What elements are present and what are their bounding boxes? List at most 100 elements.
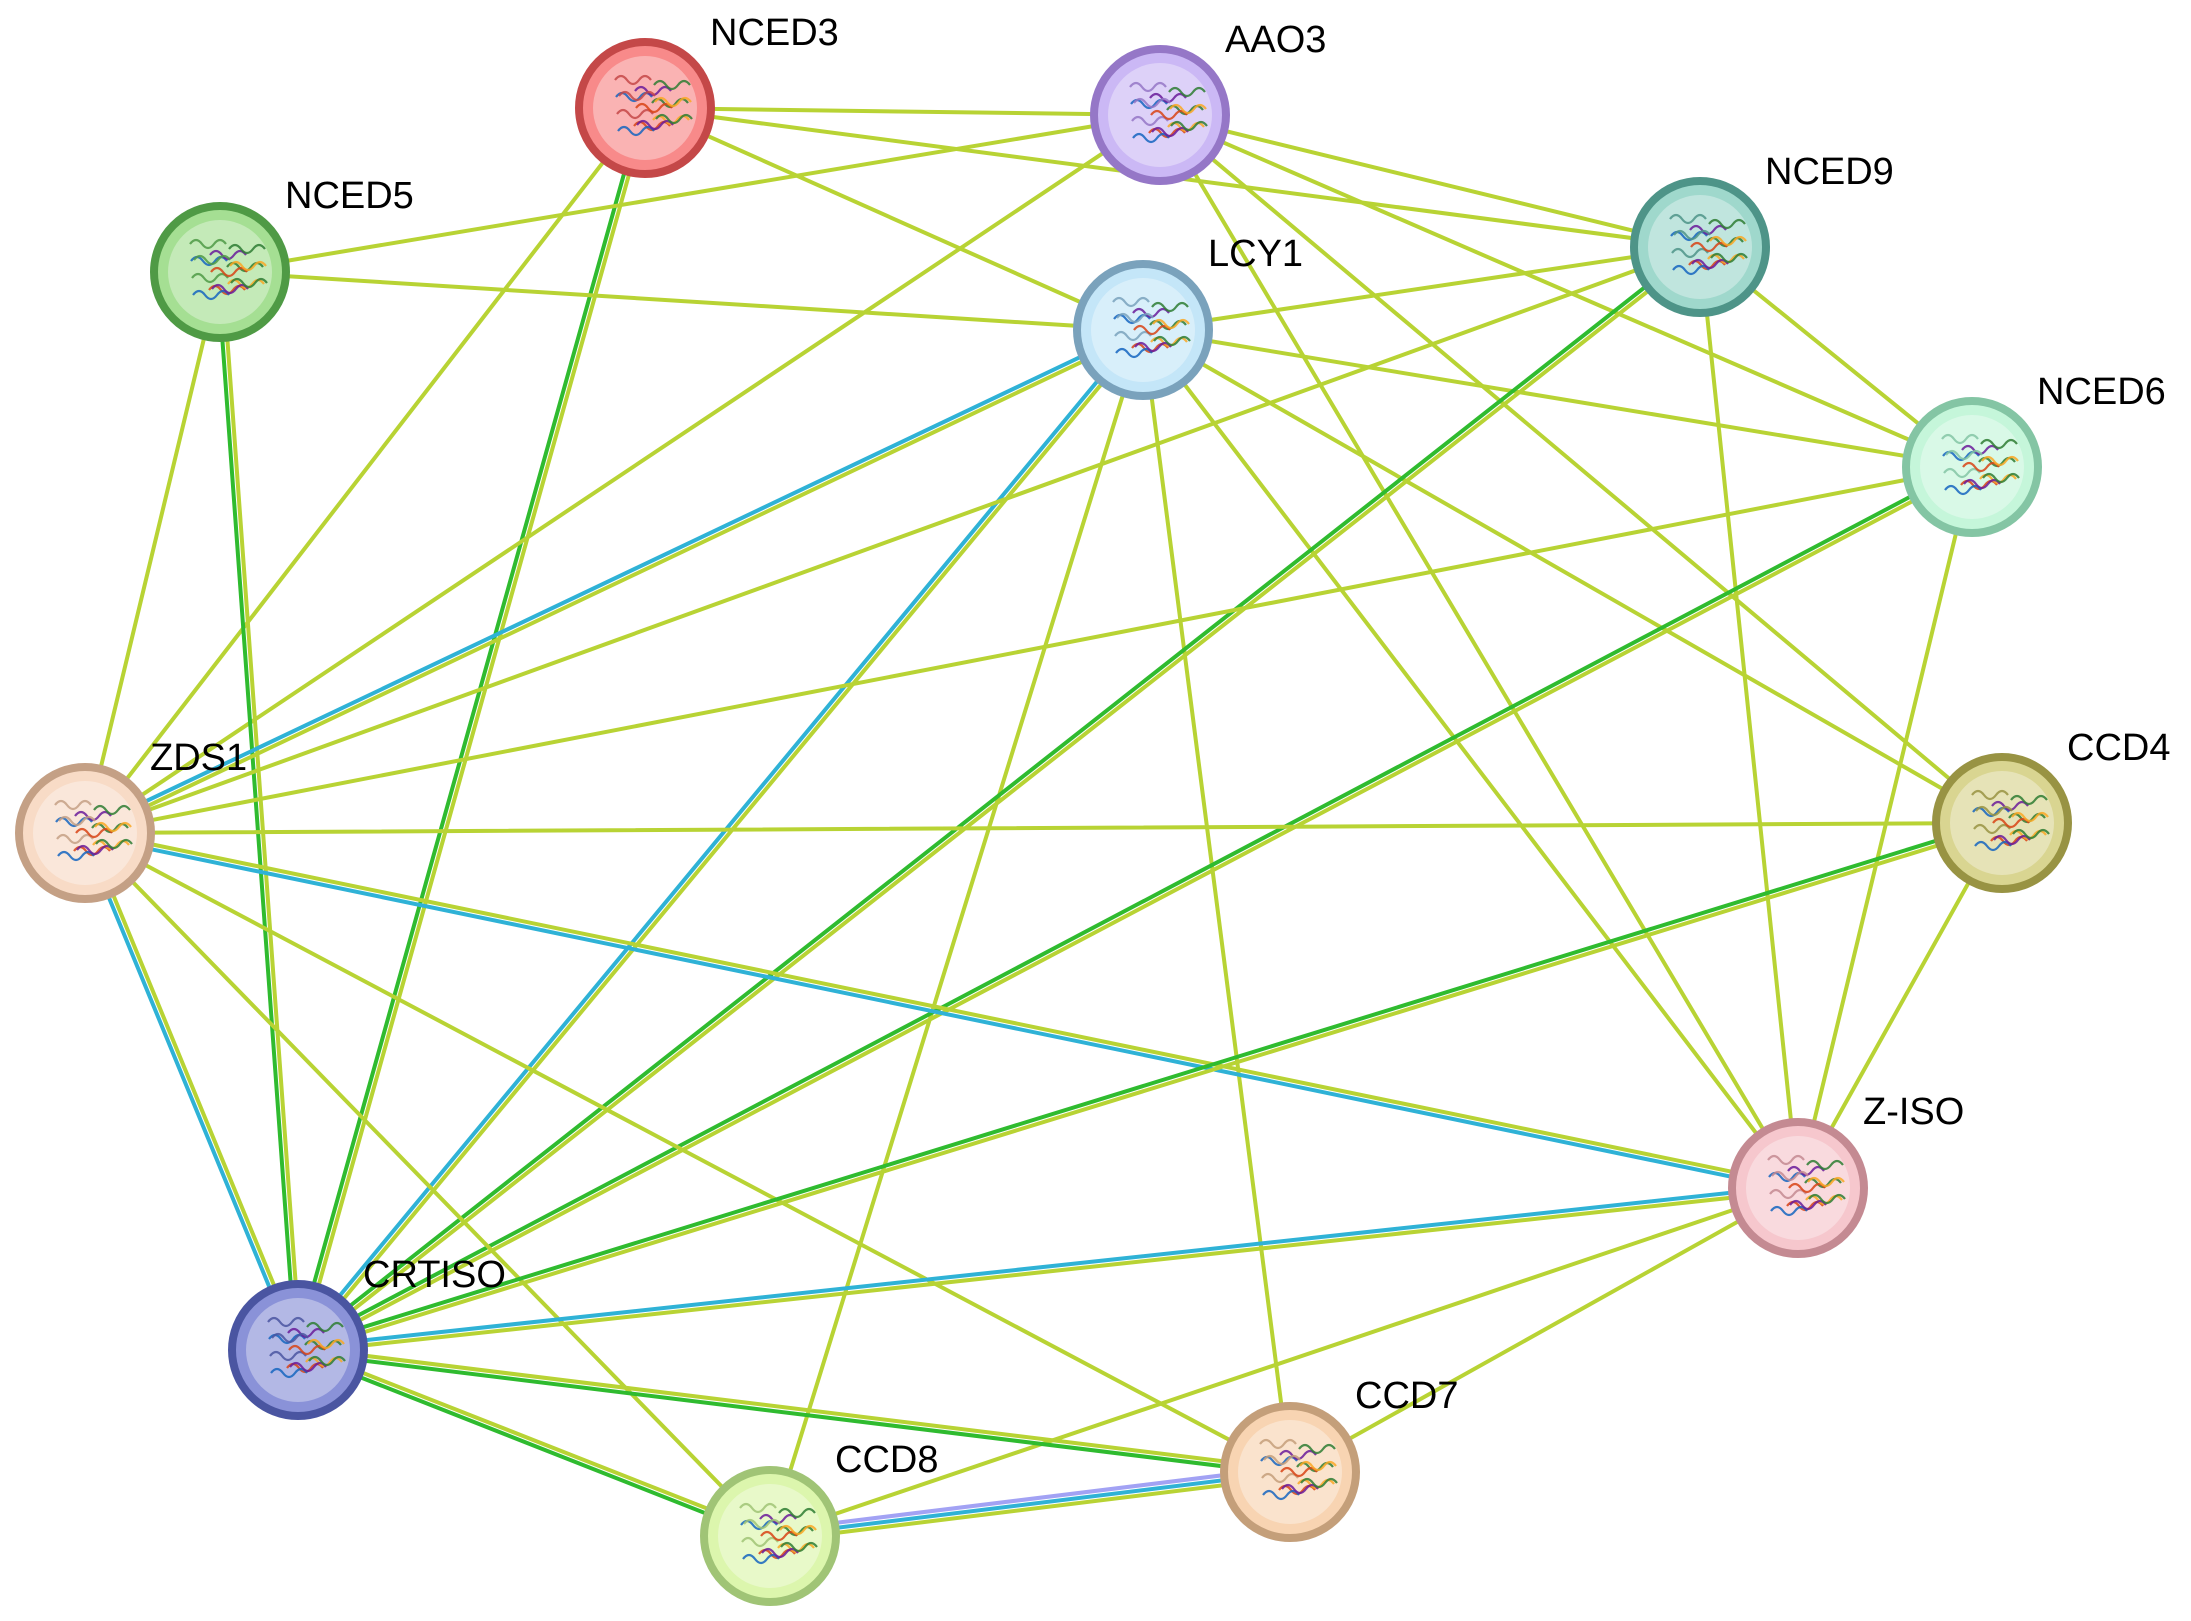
node-highlight [718,1484,822,1588]
edge-NCED9-Z-ISO [1698,245,1800,1190]
node-highlight [1746,1136,1850,1240]
edge-line-textmining [1141,245,1702,332]
edge-line-textmining [1158,113,1702,249]
node-ccd8[interactable]: CCD8 [700,1439,938,1606]
protein-structure-icon [1259,1438,1338,1501]
edge-line-database [82,833,1800,1193]
edge-line-database [768,1470,1292,1538]
edge-AAO3-NCED6 [1158,113,1974,469]
edge-NCED3-AAO3 [643,106,1162,117]
edge-line-textmining [83,831,1292,1474]
edge-NCED6-CRTISO [294,462,1976,1355]
node-aao3[interactable]: AAO3 [1090,19,1326,185]
protein-structure-icon [614,74,693,137]
node-circle[interactable] [1220,1402,1360,1542]
node-zds1[interactable]: ZDS1 [15,737,247,903]
node-circle[interactable] [1902,397,2042,537]
edge-line-textmining [83,270,222,835]
node-lcy1[interactable]: LCY1 [1073,233,1303,400]
edge-line-textmining [297,329,1147,1354]
edge-CCD7-CCD8 [767,1465,1293,1543]
edge-ZDS1-CRTISO [80,830,303,1353]
protein-structure-icon [1971,789,2050,852]
edge-line-textmining [643,106,1162,117]
edge-line-textmining [85,830,303,1352]
edge-line-textmining [218,113,1162,274]
node-nced5[interactable]: NCED5 [150,175,414,342]
node-circle[interactable] [228,1280,368,1420]
edge-line-textmining [1141,328,1292,1474]
edge-NCED6-Z-ISO [1796,465,1974,1190]
protein-structure-icon [1112,296,1191,359]
node-label: AAO3 [1225,19,1326,61]
edge-LCY1-Z-ISO [1141,328,1800,1190]
edge-line-textmining [297,246,1704,1354]
edge-NCED9-CRTISO [294,243,1704,1354]
node-circle[interactable] [1073,260,1213,400]
node-label: CCD7 [1355,1375,1458,1417]
edge-line-textmining [220,269,303,1352]
node-ccd4[interactable]: CCD4 [1932,727,2170,893]
node-highlight [1648,195,1752,299]
node-ccd7[interactable]: CCD7 [1220,1375,1458,1542]
node-circle[interactable] [1090,45,1230,185]
node-highlight [1238,1420,1342,1524]
node-crtiso[interactable]: CRTISO [228,1254,506,1420]
edge-LCY1-CRTISO [294,326,1147,1354]
node-circle[interactable] [1932,753,2072,893]
node-circle[interactable] [575,38,715,178]
node-label: Z-ISO [1863,1091,1964,1133]
edge-line-textmining [83,465,1974,835]
protein-structure-icon [739,1502,818,1565]
edge-line-textmining [1796,465,1974,1190]
edge-NCED6-ZDS1 [83,465,1974,835]
edge-line-textmining [298,106,650,1353]
edge-LCY1-CCD7 [1141,328,1292,1474]
edge-line-textmining [83,245,1702,835]
edge-line-textmining [768,328,1145,1538]
node-z-iso[interactable]: Z-ISO [1728,1091,1964,1258]
edge-NCED3-ZDS1 [83,106,647,835]
node-circle[interactable] [15,763,155,903]
edge-ZDS1-CCD4 [83,821,2004,835]
edge-line-textmining [83,828,1801,1188]
node-label: NCED5 [285,175,414,217]
protein-structure-icon [1669,213,1748,276]
edge-LCY1-ZDS1 [81,325,1147,838]
node-nced9[interactable]: NCED9 [1630,151,1894,317]
edge-LCY1-NCED9 [1141,245,1702,332]
edge-CRTISO-CCD8 [295,1345,773,1541]
node-circle[interactable] [700,1466,840,1606]
edge-line-textmining [1141,328,1974,469]
node-circle[interactable] [1630,177,1770,317]
edge-line-coexpression [294,243,1701,1351]
protein-structure-icon [54,799,133,862]
node-nced3[interactable]: NCED3 [575,12,839,178]
protein-structure-icon [1129,81,1208,144]
node-label: NCED9 [1765,151,1894,193]
edge-line-textmining [768,1474,1293,1543]
edge-Z-ISO-CCD7 [1288,1186,1800,1474]
edges-layer [80,105,2005,1543]
edge-LCY1-CCD8 [768,328,1145,1538]
edge-line-textmining [1158,113,1974,469]
edge-NCED3-CRTISO [293,105,650,1353]
node-label: NCED3 [710,12,839,54]
node-nced6[interactable]: NCED6 [1902,371,2166,537]
edge-line-database [81,325,1144,833]
protein-structure-icon [267,1316,346,1379]
node-circle[interactable] [1728,1118,1868,1258]
node-label: NCED6 [2037,371,2166,413]
edge-Z-ISO-CCD8 [768,1186,1800,1538]
node-highlight [1920,415,2024,519]
edge-LCY1-CCD4 [1141,328,2004,825]
edge-line-textmining [296,1188,1801,1355]
edge-line-database [294,326,1144,1351]
edge-line-textmining [83,821,2004,835]
edge-line-textmining [643,106,1145,332]
node-circle[interactable] [150,202,290,342]
edge-line-textmining [768,1186,1800,1538]
edge-AAO3-NCED9 [1158,113,1702,249]
